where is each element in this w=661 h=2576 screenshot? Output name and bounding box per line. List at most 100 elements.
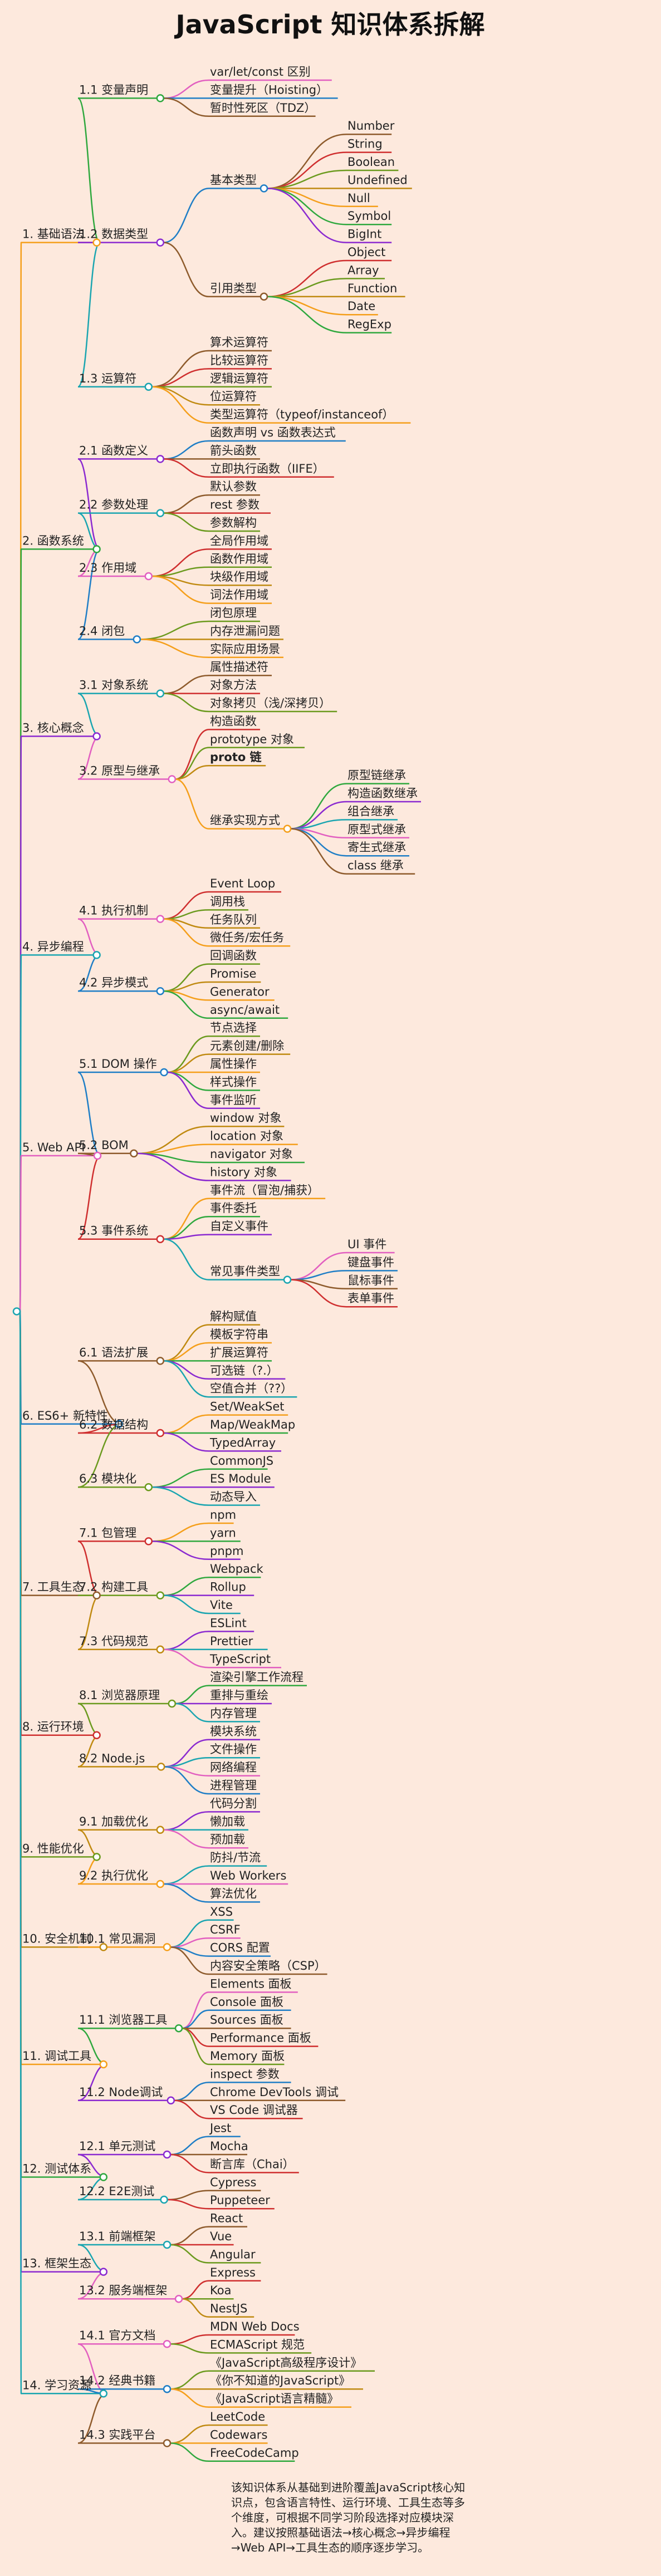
collapse-toggle-icon[interactable]: [156, 238, 165, 247]
node-label: 4. 异步编程: [22, 940, 84, 953]
collapse-toggle-icon[interactable]: [99, 2389, 108, 2398]
node-label: 9. 性能优化: [22, 1842, 84, 1855]
collapse-toggle-icon[interactable]: [92, 238, 101, 247]
node-label: 文件操作: [210, 1743, 257, 1756]
root-toggle-icon[interactable]: [12, 1307, 21, 1316]
collapse-toggle-icon[interactable]: [156, 1826, 165, 1834]
node-label: 1.1 变量声明: [79, 83, 148, 96]
connector-line: [163, 1360, 209, 1380]
node-label: Event Loop: [210, 877, 275, 890]
connector-line: [77, 242, 101, 388]
collapse-toggle-icon[interactable]: [92, 545, 101, 553]
collapse-toggle-icon[interactable]: [167, 2096, 175, 2105]
collapse-toggle-icon[interactable]: [130, 1149, 138, 1158]
collapse-toggle-icon[interactable]: [92, 1591, 101, 1599]
node-label: ECMAScript 规范: [210, 2338, 305, 2351]
collapse-toggle-icon[interactable]: [163, 2339, 172, 2348]
collapse-toggle-icon[interactable]: [168, 775, 177, 783]
collapse-toggle-icon[interactable]: [156, 1235, 165, 1243]
collapse-toggle-icon[interactable]: [156, 915, 165, 923]
node-label: 事件委托: [210, 1201, 257, 1215]
node-label: class 继承: [347, 859, 404, 872]
connector-line: [174, 2099, 209, 2119]
connector-line: [163, 674, 209, 694]
connector-line: [175, 1702, 209, 1723]
collapse-toggle-icon[interactable]: [174, 2294, 183, 2303]
collapse-toggle-icon[interactable]: [144, 382, 153, 391]
connector-line: [163, 440, 209, 460]
collapse-toggle-icon[interactable]: [133, 635, 141, 644]
node-label: 内存管理: [210, 1706, 257, 1720]
collapse-toggle-icon[interactable]: [156, 689, 165, 698]
node-label: 暂时性死区（TDZ）: [210, 101, 316, 115]
collapse-toggle-icon[interactable]: [156, 1645, 165, 1654]
collapse-toggle-icon[interactable]: [99, 2173, 108, 2181]
node-label: 箭头函数: [210, 444, 257, 457]
connector-line: [163, 1648, 209, 1669]
collapse-toggle-icon[interactable]: [156, 94, 165, 102]
collapse-toggle-icon[interactable]: [92, 1853, 101, 1861]
connector-line: [163, 494, 209, 514]
connector-line: [19, 1311, 22, 2394]
node-label: 继承实现方式: [210, 814, 280, 827]
collapse-toggle-icon[interactable]: [163, 2439, 172, 2447]
collapse-toggle-icon[interactable]: [156, 1591, 165, 1599]
node-label: 9.1 加载优化: [79, 1815, 148, 1828]
collapse-toggle-icon[interactable]: [160, 1068, 168, 1077]
collapse-toggle-icon[interactable]: [92, 732, 101, 740]
collapse-toggle-icon[interactable]: [99, 2268, 108, 2276]
collapse-toggle-icon[interactable]: [92, 1731, 101, 1739]
collapse-toggle-icon[interactable]: [156, 509, 165, 517]
collapse-toggle-icon[interactable]: [163, 2240, 172, 2249]
collapse-toggle-icon[interactable]: [160, 2195, 168, 2204]
node-label: Cypress: [210, 2176, 256, 2189]
collapse-toggle-icon[interactable]: [92, 951, 101, 959]
connector-line: [170, 1946, 209, 1975]
collapse-toggle-icon[interactable]: [93, 1151, 102, 1160]
collapse-toggle-icon[interactable]: [156, 1880, 165, 1888]
node-label: 构造函数: [210, 714, 257, 728]
connector-line: [151, 548, 209, 577]
node-label: 进程管理: [210, 1779, 257, 1792]
collapse-toggle-icon[interactable]: [156, 1357, 165, 1365]
connector-line: [175, 729, 209, 780]
connector-line: [170, 2226, 209, 2246]
collapse-toggle-icon[interactable]: [99, 2060, 108, 2069]
node-label: 属性操作: [210, 1057, 257, 1071]
connector-line: [170, 2370, 209, 2390]
collapse-toggle-icon[interactable]: [259, 184, 268, 193]
collapse-toggle-icon[interactable]: [156, 987, 165, 995]
node-label: window 对象: [210, 1111, 281, 1125]
collapse-toggle-icon[interactable]: [144, 1483, 153, 1491]
collapse-toggle-icon[interactable]: [163, 1943, 172, 1951]
collapse-toggle-icon[interactable]: [156, 1429, 165, 1437]
node-label: 4.2 异步模式: [79, 976, 148, 989]
node-label: 2. 函数系统: [22, 534, 84, 547]
connector-line: [175, 764, 209, 780]
collapse-toggle-icon[interactable]: [174, 2024, 183, 2033]
connector-line: [182, 2027, 209, 2047]
collapse-toggle-icon[interactable]: [283, 825, 292, 833]
connector-line: [167, 1071, 209, 1091]
node-label: CSRF: [210, 1923, 241, 1936]
collapse-toggle-icon[interactable]: [259, 292, 268, 301]
collapse-toggle-icon[interactable]: [144, 1537, 153, 1545]
collapse-toggle-icon[interactable]: [283, 1275, 292, 1284]
collapse-toggle-icon[interactable]: [163, 2150, 172, 2159]
collapse-toggle-icon[interactable]: [163, 2384, 172, 2393]
node-label: UI 事件: [347, 1238, 386, 1251]
collapse-toggle-icon[interactable]: [99, 1943, 108, 1951]
collapse-toggle-icon[interactable]: [156, 455, 165, 463]
collapse-toggle-icon[interactable]: [156, 1763, 165, 1771]
node-label: 2.1 函数定义: [79, 444, 148, 457]
collapse-toggle-icon[interactable]: [144, 572, 153, 581]
node-label: RegExp: [347, 318, 391, 331]
connector-line: [163, 918, 209, 947]
collapse-toggle-icon[interactable]: [168, 1699, 177, 1708]
node-label: 14.1 官方文档: [79, 2329, 155, 2342]
collapse-toggle-icon[interactable]: [115, 1420, 123, 1429]
connector-line: [164, 1739, 209, 1768]
node-label: Web Workers: [210, 1869, 286, 1882]
node-label: 寄生式继承: [347, 841, 406, 854]
node-label: String: [347, 138, 383, 151]
